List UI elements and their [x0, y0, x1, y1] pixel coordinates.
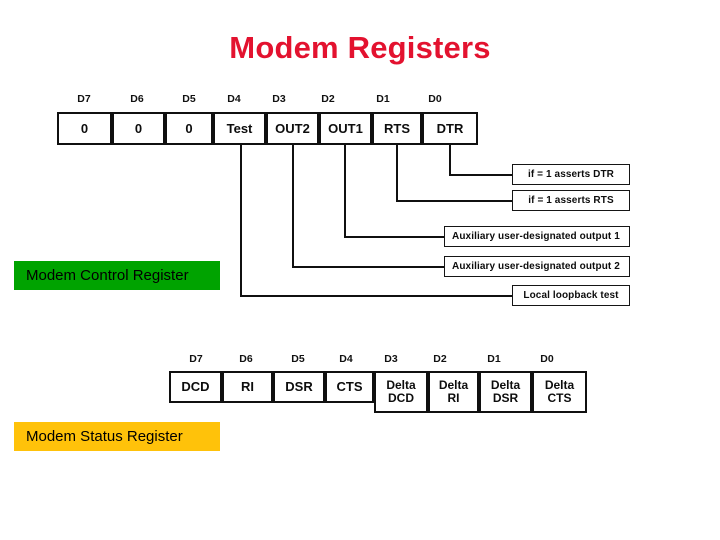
- mcr-cell-d3: OUT2: [266, 112, 319, 145]
- msr-cell-d3: Delta DCD: [374, 371, 428, 413]
- msr-cell-d1: Delta DSR: [479, 371, 532, 413]
- mcr-cell-d1: RTS: [372, 112, 422, 145]
- msr-bit-label-d0: D0: [540, 353, 554, 365]
- mcr-bit-label-d7: D7: [77, 93, 91, 105]
- mcr-cell-d2: OUT1: [319, 112, 372, 145]
- mcr-leader-d1-horizontal: [396, 200, 512, 202]
- mcr-cell-d6: 0: [112, 112, 165, 145]
- mcr-bit-label-d1: D1: [376, 93, 390, 105]
- mcr-callout-rts: if = 1 asserts RTS: [512, 190, 630, 211]
- msr-cell-d2: Delta RI: [428, 371, 479, 413]
- mcr-cell-d0: DTR: [422, 112, 478, 145]
- mcr-leader-d2-horizontal: [344, 236, 444, 238]
- mcr-leader-d4-vertical: [240, 145, 242, 296]
- mcr-bit-label-d6: D6: [130, 93, 144, 105]
- mcr-leader-d0-vertical: [449, 145, 451, 175]
- mcr-bit-label-d0: D0: [428, 93, 442, 105]
- mcr-callout-local-loopback: Local loopback test: [512, 285, 630, 306]
- msr-bit-label-d2: D2: [433, 353, 447, 365]
- mcr-bit-label-d4: D4: [227, 93, 241, 105]
- mcr-cell-d5: 0: [165, 112, 213, 145]
- mcr-callout-aux-output-2: Auxiliary user-designated output 2: [444, 256, 630, 277]
- msr-cell-d4: CTS: [325, 371, 374, 403]
- msr-bit-label-d1: D1: [487, 353, 501, 365]
- msr-cell-d6: RI: [222, 371, 273, 403]
- mcr-callout-aux-output-1: Auxiliary user-designated output 1: [444, 226, 630, 247]
- msr-bit-label-d4: D4: [339, 353, 353, 365]
- mcr-leader-d3-horizontal: [292, 266, 444, 268]
- mcr-cell-d7: 0: [57, 112, 112, 145]
- msr-bit-label-d7: D7: [189, 353, 203, 365]
- modem-control-register-banner: Modem Control Register: [14, 261, 220, 290]
- mcr-leader-d2-vertical: [344, 145, 346, 237]
- mcr-leader-d3-vertical: [292, 145, 294, 267]
- mcr-bit-label-d5: D5: [182, 93, 196, 105]
- msr-bit-label-d5: D5: [291, 353, 305, 365]
- mcr-bit-label-d3: D3: [272, 93, 286, 105]
- mcr-leader-d1-vertical: [396, 145, 398, 201]
- page-title: Modem Registers: [229, 30, 491, 65]
- mcr-leader-d4-horizontal: [240, 295, 512, 297]
- msr-bit-label-d3: D3: [384, 353, 398, 365]
- msr-cell-d0: Delta CTS: [532, 371, 587, 413]
- msr-cell-d5: DSR: [273, 371, 325, 403]
- msr-bit-label-d6: D6: [239, 353, 253, 365]
- mcr-leader-d0-horizontal: [449, 174, 512, 176]
- mcr-cell-d4: Test: [213, 112, 266, 145]
- mcr-callout-dtr: if = 1 asserts DTR: [512, 164, 630, 185]
- mcr-bit-label-d2: D2: [321, 93, 335, 105]
- msr-cell-d7: DCD: [169, 371, 222, 403]
- modem-status-register-banner: Modem Status Register: [14, 422, 220, 451]
